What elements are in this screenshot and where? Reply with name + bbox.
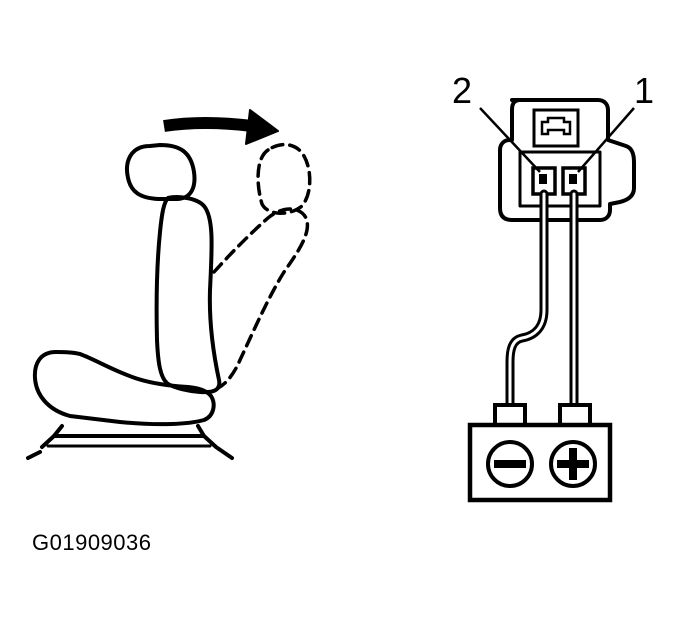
connector-illustration: 2 1 [452, 70, 654, 415]
plus-icon [549, 440, 597, 488]
seat-rail-foot-left [26, 424, 64, 460]
fold-direction-arrow [163, 109, 279, 145]
seat-rail-foot-right [196, 424, 206, 438]
seatback-reclined-dashed [212, 207, 310, 390]
connector-lock-tab [532, 108, 580, 148]
connector-cavity [518, 150, 602, 208]
seat-illustration [26, 109, 312, 460]
pin-label-2: 2 [452, 70, 472, 111]
pin-1-leader [577, 107, 635, 173]
headrest-reclined-dashed [256, 142, 312, 215]
minus-icon [486, 440, 534, 488]
battery-illustration [467, 403, 613, 503]
headrest-upright [125, 143, 197, 201]
seat-cushion [32, 350, 216, 427]
wire-negative [505, 189, 549, 415]
seatback-upright [154, 195, 222, 395]
figure-code: G01909036 [32, 530, 152, 555]
pin-label-1: 1 [634, 70, 654, 111]
pin-2-leader [479, 107, 541, 173]
